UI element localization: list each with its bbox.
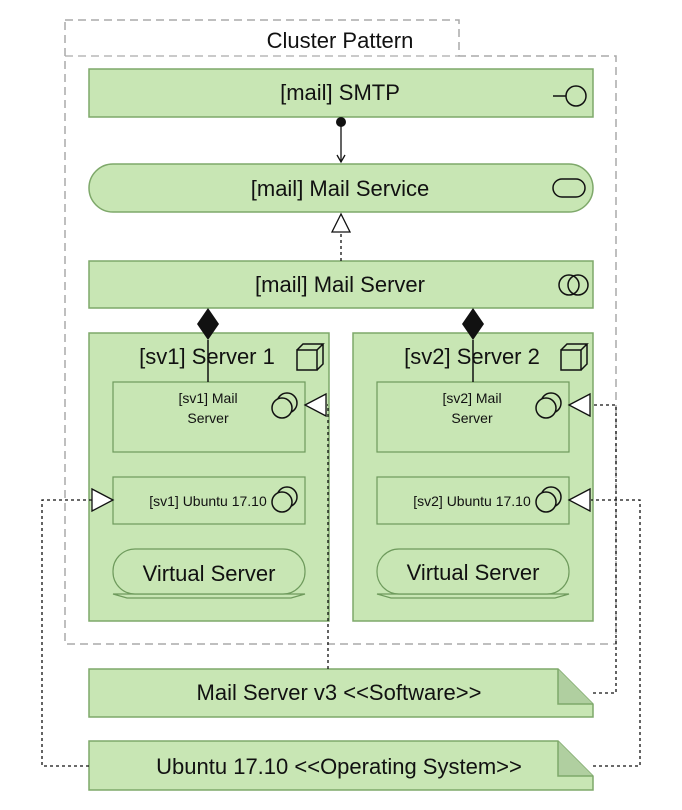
ubuntu-os-artifact[interactable]: Ubuntu 17.10 <<Operating System>> xyxy=(88,740,594,791)
server-2-system-software[interactable]: [sv2] Mail Server xyxy=(376,381,570,453)
service-icon xyxy=(552,178,586,198)
server-1-label: [sv1] Server 1 xyxy=(139,344,275,369)
group-label: Cluster Pattern xyxy=(267,28,414,53)
node-icon xyxy=(560,343,589,371)
mail-server-collaboration[interactable]: [mail] Mail Server xyxy=(88,260,594,309)
server-2-label: [sv2] Server 2 xyxy=(404,344,540,369)
collaboration-icon xyxy=(558,274,589,296)
server-2-os-label: [sv2] Ubuntu 17.10 xyxy=(413,493,531,509)
server-2-software-line1: [sv2] Mail xyxy=(442,390,501,406)
server-1-virtual-label: Virtual Server xyxy=(143,561,276,586)
server-2-software-line2: Server xyxy=(451,410,493,426)
aggregation-connector-sv2 xyxy=(462,308,484,382)
server-2-virtual-device[interactable]: Virtual Server xyxy=(376,548,570,599)
server-1-virtual-device[interactable]: Virtual Server xyxy=(112,548,306,599)
server-1-os-label: [sv1] Ubuntu 17.10 xyxy=(149,493,267,509)
ubuntu-os-label: Ubuntu 17.10 <<Operating System>> xyxy=(156,754,522,779)
mail-service[interactable]: [mail] Mail Service xyxy=(88,163,594,213)
serving-connector xyxy=(336,117,346,164)
mail-software-label: Mail Server v3 <<Software>> xyxy=(197,680,482,705)
server-2-virtual-label: Virtual Server xyxy=(407,560,540,585)
realization-connector xyxy=(330,212,352,261)
server-1-software-line2: Server xyxy=(187,410,229,426)
interface-icon xyxy=(553,85,587,107)
system-software-icon xyxy=(535,392,562,419)
server-2-os[interactable]: [sv2] Ubuntu 17.10 xyxy=(376,476,570,525)
aggregation-connector-sv1 xyxy=(197,308,219,382)
artifact-realization-sv1-os xyxy=(41,487,115,767)
smtp-interface[interactable]: [mail] SMTP xyxy=(88,68,594,118)
artifact-realization-sv2-os xyxy=(567,487,641,767)
system-software-icon xyxy=(535,486,562,513)
system-software-icon xyxy=(271,392,298,419)
server-1-system-software[interactable]: [sv1] Mail Server xyxy=(112,381,306,453)
mail-software-artifact[interactable]: Mail Server v3 <<Software>> xyxy=(88,668,594,718)
mail-service-label: [mail] Mail Service xyxy=(251,176,429,201)
artifact-realization-sv2-software xyxy=(567,392,617,694)
mail-server-label: [mail] Mail Server xyxy=(255,272,425,297)
smtp-label: [mail] SMTP xyxy=(280,80,400,105)
server-1-os[interactable]: [sv1] Ubuntu 17.10 xyxy=(112,476,306,525)
artifact-realization-sv1-software xyxy=(303,392,329,669)
server-1-node[interactable]: [sv1] Server 1 [sv1] Mail Server [sv1] U… xyxy=(88,332,330,622)
server-1-software-line1: [sv1] Mail xyxy=(178,390,237,406)
node-icon xyxy=(296,343,325,371)
system-software-icon xyxy=(271,486,298,513)
